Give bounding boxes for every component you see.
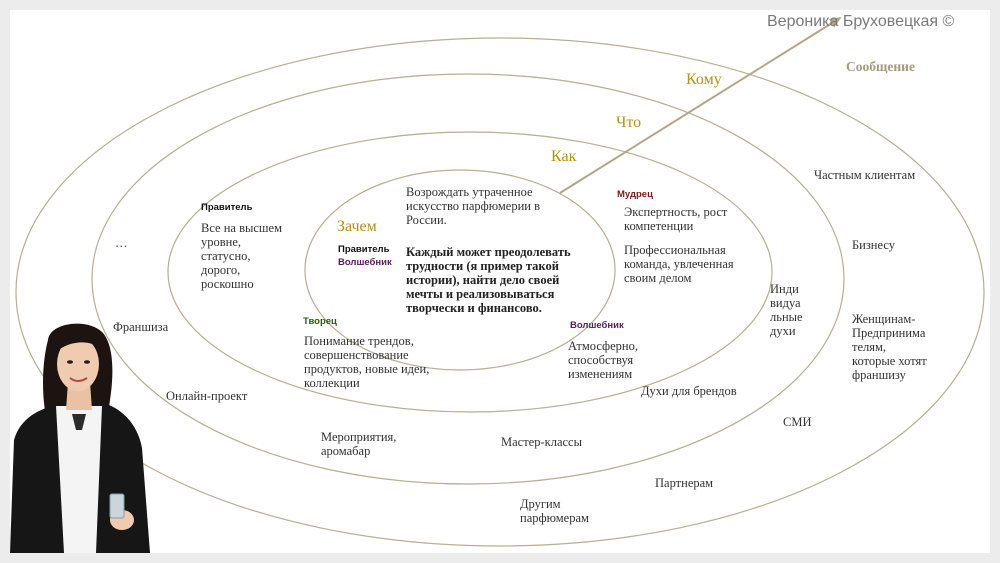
what-masterclasses: Мастер-классы: [501, 435, 582, 449]
arrow-label-message: Сообщение: [846, 59, 915, 75]
whom-media: СМИ: [783, 415, 811, 429]
core-archetype-magician: Волшебник: [338, 257, 392, 268]
whom-partners: Партнерам: [655, 476, 713, 490]
author-credit: Вероника Бруховецкая ©: [767, 13, 954, 31]
ruler-tag: Правитель: [201, 202, 252, 213]
core-archetype-ruler: Правитель: [338, 244, 389, 255]
magician-tag: Волшебник: [570, 320, 624, 331]
sage-text-expertise: Экспертность, рост компетенции: [624, 205, 727, 233]
whom-private-clients: Частным клиентам: [814, 168, 915, 182]
what-online-project: Онлайн-проект: [166, 389, 247, 403]
whom-other-perfumers: Другим парфюмерам: [520, 497, 589, 525]
creator-tag: Творец: [303, 316, 337, 327]
layer-label-whom: Кому: [686, 71, 722, 89]
layer-label-how: Как: [551, 148, 576, 166]
author-portrait: [10, 322, 160, 553]
what-brand-perfume: Духи для брендов: [641, 384, 737, 398]
core-mission: Возрождать утраченное искусство парфюмер…: [406, 185, 540, 227]
ruler-text: Все на высшем уровне, статусно, дорого, …: [201, 221, 282, 291]
what-events: Мероприятия, аромабар: [321, 430, 396, 458]
layer-label-why: Зачем: [337, 218, 377, 236]
layer-label-what: Что: [616, 114, 641, 132]
core-message: Каждый может преодолевать трудности (я п…: [406, 245, 571, 315]
magician-text: Атмосферно, способствуя изменениям: [568, 339, 638, 381]
sage-text-team: Профессиональная команда, увлеченная сво…: [624, 243, 734, 285]
creator-text: Понимание трендов, совершенствование про…: [304, 334, 429, 390]
whom-business: Бизнесу: [852, 238, 895, 252]
what-ellipsis: …: [115, 236, 128, 250]
whom-women-entrepreneurs: Женщинам- Предпринима телям, которые хот…: [852, 312, 927, 382]
slide: Вероника Бруховецкая © Сообщение Кому Чт…: [10, 10, 990, 553]
what-individual-perfume: Инди видуа льные духи: [770, 282, 803, 338]
sage-tag: Мудрец: [617, 189, 653, 200]
